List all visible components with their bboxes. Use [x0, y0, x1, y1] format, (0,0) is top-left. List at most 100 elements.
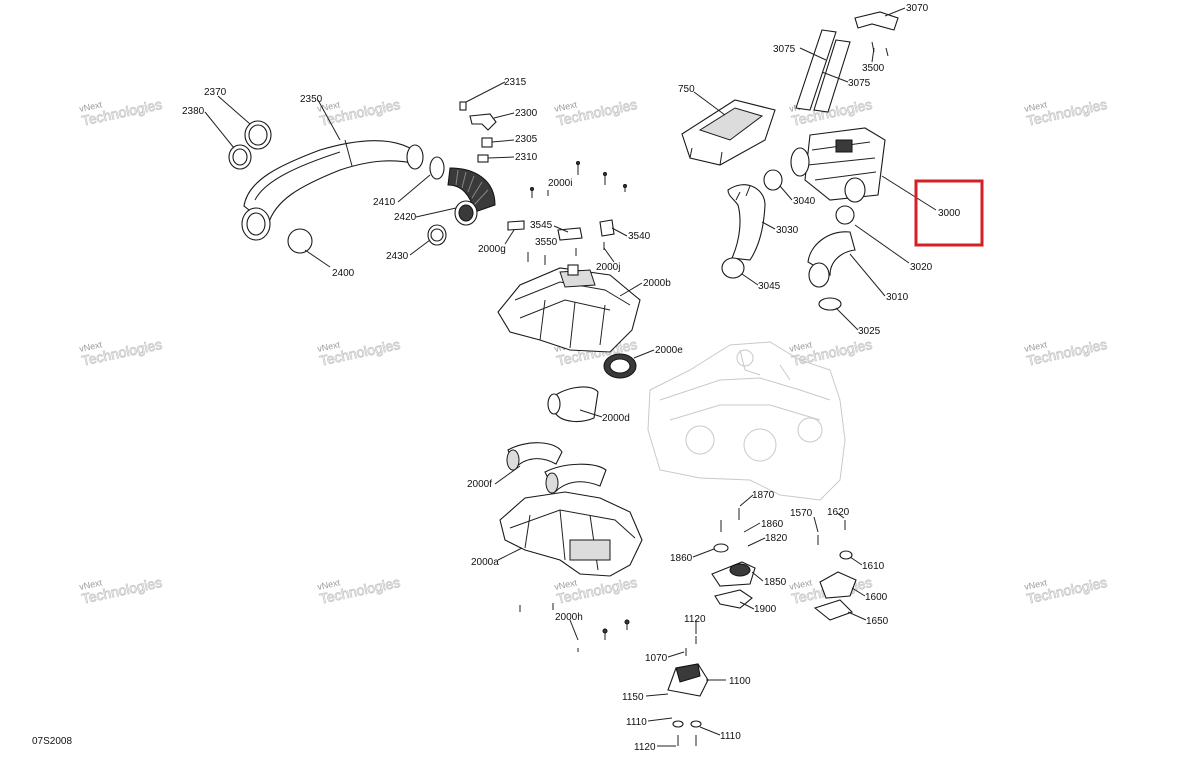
fasteners-2000h [519, 603, 630, 652]
callout-3045: 3045 [758, 281, 781, 292]
clamp-3020 [835, 205, 855, 225]
callout-3070: 3070 [906, 3, 929, 14]
callout-1870: 1870 [752, 490, 775, 501]
callout-1610: 1610 [862, 561, 885, 572]
callout-1110: 1110 [720, 731, 741, 742]
fittings-2300-group [459, 101, 497, 163]
callout-1850: 1850 [764, 577, 787, 588]
clamp-2430 [427, 224, 447, 246]
gasket-3545 [557, 227, 583, 241]
bolts-2000i [530, 161, 627, 198]
svg-text:vNext: vNext [788, 577, 813, 592]
callout-2315: 2315 [504, 77, 527, 88]
callout-2420: 2420 [394, 212, 417, 223]
callout-2000d: 2000d [602, 413, 630, 424]
callout-1900: 1900 [754, 604, 777, 615]
tube-2000d [547, 386, 599, 423]
callout-2400: 2400 [332, 268, 355, 279]
svg-text:vNext: vNext [553, 99, 578, 114]
mount-group-1600 [813, 520, 857, 621]
clamp-2380 [228, 144, 252, 170]
callout-2380: 2380 [182, 106, 205, 117]
svg-text:vNext: vNext [1023, 577, 1048, 592]
callout-3075: 3075 [773, 44, 796, 55]
gasket-3540 [599, 219, 615, 237]
intake-duct-2350 [241, 139, 424, 241]
clamp-3045 [721, 257, 745, 279]
callout-1650: 1650 [866, 616, 889, 627]
callout-1600: 1600 [865, 592, 888, 603]
callout-2000b: 2000b [643, 278, 671, 289]
engine-ghost-outline [647, 341, 846, 501]
svg-text:vNext: vNext [316, 339, 341, 354]
gasket-2000g [507, 220, 525, 231]
callout-3025: 3025 [858, 326, 881, 337]
hose-3030 [727, 184, 766, 261]
svg-text:vNext: vNext [78, 339, 103, 354]
callout-labels: 3070 3075 3075 3500 750 2370 2380 2350 2… [182, 3, 961, 753]
callout-3540: 3540 [628, 231, 651, 242]
callout-2370: 2370 [204, 87, 227, 98]
bracket-3075 [795, 29, 851, 113]
callout-1150: 1150 [622, 692, 644, 703]
callout-1110: 1110 [626, 717, 647, 728]
callout-3500: 3500 [862, 63, 885, 74]
callout-3550: 3550 [535, 237, 558, 248]
callout-2000j: 2000j [596, 262, 620, 273]
callout-3030: 3030 [776, 225, 799, 236]
callout-2410: 2410 [373, 197, 396, 208]
mount-group-1100 [667, 636, 709, 746]
callout-2310: 2310 [515, 152, 538, 163]
svg-text:vNext: vNext [78, 99, 103, 114]
elbows-2000f [506, 442, 607, 494]
callout-2305: 2305 [515, 134, 538, 145]
callout-2300: 2300 [515, 108, 538, 119]
callout-2000a: 2000a [471, 557, 499, 568]
callout-3545: 3545 [530, 220, 553, 231]
svg-text:vNext: vNext [78, 577, 103, 592]
diagram-code: 07S2008 [32, 736, 72, 747]
intercooler-3000 [790, 127, 886, 203]
svg-text:vNext: vNext [1023, 339, 1048, 354]
mount-group-1850 [711, 508, 756, 609]
callout-2350: 2350 [300, 94, 323, 105]
callout-1820: 1820 [765, 533, 788, 544]
bracket-3070 [854, 11, 899, 31]
callout-2000i: 2000i [548, 178, 572, 189]
svg-text:vNext: vNext [788, 339, 813, 354]
intake-manifold-2000b [497, 264, 641, 353]
coupler-2000e [603, 353, 637, 379]
plenum-2000a [499, 491, 643, 577]
callout-2000g: 2000g [478, 244, 506, 255]
callout-1860: 1860 [670, 553, 693, 564]
svg-text:vNext: vNext [316, 577, 341, 592]
callout-2430: 2430 [386, 251, 409, 262]
callout-3000: 3000 [938, 208, 961, 219]
callout-1100: 1100 [729, 676, 751, 687]
callout-750: 750 [678, 84, 695, 95]
callout-1620: 1620 [827, 507, 850, 518]
svg-text:vNext: vNext [1023, 99, 1048, 114]
callout-1570: 1570 [790, 508, 813, 519]
clamp-2370 [244, 120, 272, 150]
svg-text:vNext: vNext [553, 577, 578, 592]
callout-3040: 3040 [793, 196, 816, 207]
fasteners-3550 [527, 242, 605, 265]
callout-3020: 3020 [910, 262, 933, 273]
highlight-box [914, 179, 984, 247]
callout-3075: 3075 [848, 78, 871, 89]
callout-2000e: 2000e [655, 345, 683, 356]
callout-2000h: 2000h [555, 612, 583, 623]
callout-2000f: 2000f [467, 479, 492, 490]
cap-2400 [287, 228, 313, 254]
